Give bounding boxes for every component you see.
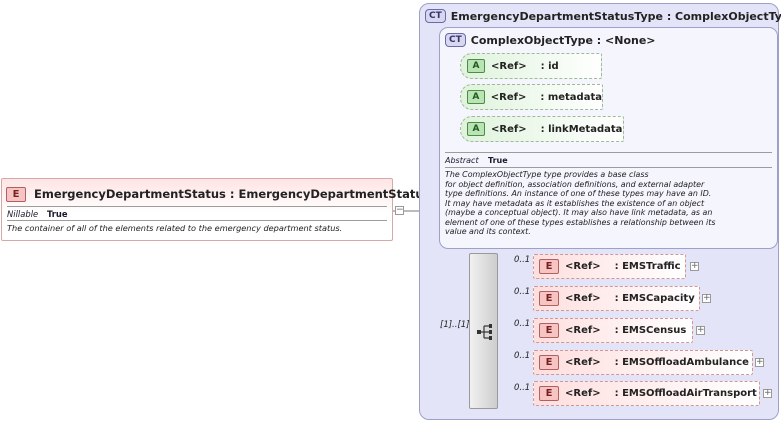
attribute-link-metadata[interactable]: A <Ref> : linkMetadata xyxy=(460,116,624,142)
sequence-icon xyxy=(477,324,492,340)
element-name: : EMSCapacity xyxy=(614,293,695,304)
property-key: Nillable xyxy=(7,209,39,219)
collapse-toggle-icon[interactable]: − xyxy=(395,205,404,215)
element-name: : EMSOffloadAirTransport xyxy=(614,388,757,399)
element-badge-icon: E xyxy=(539,323,559,338)
doc-line: element of one of these types establishe… xyxy=(445,217,716,227)
attribute-id[interactable]: A <Ref> : id xyxy=(460,53,602,79)
element-ems-offload-air-transport[interactable]: E <Ref> : EMSOffloadAirTransport xyxy=(533,381,760,406)
doc-line: It may have metadata as it establishes t… xyxy=(445,198,705,208)
nillable-property: Nillable True xyxy=(7,209,387,219)
attribute-metadata[interactable]: A <Ref> : metadata xyxy=(460,84,603,110)
divider xyxy=(7,220,387,221)
element-ref: <Ref> xyxy=(565,388,601,399)
attribute-name: : linkMetadata xyxy=(540,123,623,135)
attribute-name: : metadata xyxy=(540,91,602,103)
element-badge-icon: E xyxy=(6,186,26,202)
element-ems-capacity[interactable]: E <Ref> : EMSCapacity xyxy=(533,286,700,311)
sequence-cardinality: [1]..[1] xyxy=(440,320,470,330)
complex-type-badge-icon: CT xyxy=(445,33,466,47)
expand-icon[interactable]: + xyxy=(702,293,711,303)
base-type-documentation: The ComplexObjectType type provides a ba… xyxy=(445,170,772,237)
doc-line: type definitions. An instance of one of … xyxy=(445,189,712,198)
element-ems-traffic[interactable]: E <Ref> : EMSTraffic xyxy=(533,254,686,279)
property-value: True xyxy=(47,209,68,219)
attribute-badge-icon: A xyxy=(467,122,485,136)
sequence-compositor[interactable] xyxy=(469,253,498,409)
base-type-title: ComplexObjectType : <None> xyxy=(470,33,656,47)
attribute-ref: <Ref> xyxy=(490,91,527,103)
element-name: : EMSOffloadAmbulance xyxy=(614,357,749,368)
attribute-ref: <Ref> xyxy=(491,123,527,135)
divider xyxy=(7,206,387,207)
outer-type-header: CT EmergencyDepartmentStatusType : Compl… xyxy=(425,9,781,23)
expand-icon[interactable]: + xyxy=(755,357,764,367)
expand-icon[interactable]: + xyxy=(690,261,699,271)
element-name: : EMSCensus xyxy=(614,325,687,336)
attribute-ref: <Ref> xyxy=(491,60,527,72)
element-badge-icon: E xyxy=(539,259,559,274)
attribute-name: : id xyxy=(540,60,559,72)
attribute-badge-icon: A xyxy=(467,59,485,73)
abstract-property: Abstract True xyxy=(445,156,772,165)
expand-icon[interactable]: + xyxy=(696,325,705,335)
element-badge-icon: E xyxy=(539,291,559,306)
root-element-title: EmergencyDepartmentStatus : EmergencyDep… xyxy=(34,187,461,201)
element-name: : EMSTraffic xyxy=(614,261,681,272)
doc-line: (maybe a conceptual object). It may also… xyxy=(445,208,713,217)
element-cardinality: 0..1 xyxy=(514,383,531,393)
base-type-header: CT ComplexObjectType : <None> xyxy=(445,33,656,47)
element-ref: <Ref> xyxy=(565,357,601,368)
element-ems-census[interactable]: E <Ref> : EMSCensus xyxy=(533,318,693,343)
outer-type-title: EmergencyDepartmentStatusType : ComplexO… xyxy=(450,9,781,23)
doc-line: for object definition, association defin… xyxy=(445,179,705,189)
element-cardinality: 0..1 xyxy=(514,351,531,361)
doc-line: value and its context. xyxy=(445,227,531,236)
element-cardinality: 0..1 xyxy=(514,255,531,265)
root-element-box[interactable]: E EmergencyDepartmentStatus : EmergencyD… xyxy=(1,178,460,241)
complex-type-badge-icon: CT xyxy=(425,9,446,23)
divider xyxy=(445,152,772,153)
root-element-header: E EmergencyDepartmentStatus : EmergencyD… xyxy=(6,186,460,202)
property-value: True xyxy=(488,156,508,165)
doc-line: The ComplexObjectType type provides a ba… xyxy=(445,170,649,179)
element-ref: <Ref> xyxy=(565,325,601,336)
element-ref: <Ref> xyxy=(565,261,601,272)
element-ref: <Ref> xyxy=(565,293,601,304)
element-cardinality: 0..1 xyxy=(514,287,531,297)
expand-icon[interactable]: + xyxy=(763,388,772,398)
attribute-badge-icon: A xyxy=(467,90,485,104)
element-badge-icon: E xyxy=(539,355,559,370)
element-badge-icon: E xyxy=(539,386,559,401)
root-element-documentation: The container of all of the elements rel… xyxy=(7,223,343,233)
element-ems-offload-ambulance[interactable]: E <Ref> : EMSOffloadAmbulance xyxy=(533,350,753,375)
element-cardinality: 0..1 xyxy=(514,319,531,329)
property-key: Abstract xyxy=(445,156,479,165)
divider xyxy=(445,167,772,168)
